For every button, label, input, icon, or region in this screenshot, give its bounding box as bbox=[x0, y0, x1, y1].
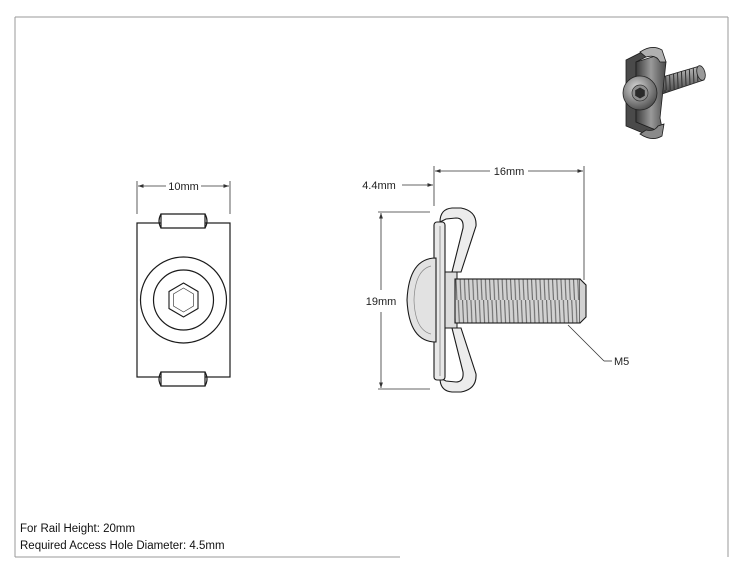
side-length-label: 16mm bbox=[494, 166, 525, 178]
front-width-label: 10mm bbox=[168, 181, 199, 193]
top-tab bbox=[158, 213, 208, 229]
iso-hex-socket-icon bbox=[635, 87, 645, 99]
thread-label: M5 bbox=[614, 356, 629, 368]
clip-lower-wing bbox=[439, 327, 477, 393]
front-view: 10mm bbox=[136, 181, 231, 387]
iso-screw bbox=[651, 65, 706, 97]
hex-socket-icon bbox=[168, 282, 199, 318]
side-height-label: 19mm bbox=[366, 296, 397, 308]
access-hole-note: Required Access Hole Diameter: 4.5mm bbox=[20, 540, 225, 552]
clip-upper-wing bbox=[439, 207, 477, 273]
isometric-preview bbox=[622, 47, 706, 139]
clip-body bbox=[136, 222, 231, 378]
front-width-dimension bbox=[136, 181, 231, 214]
side-view: 16mm 4.4mm 19mm M5 bbox=[362, 166, 629, 393]
side-flange-label: 4.4mm bbox=[362, 180, 396, 192]
screw-head-side bbox=[406, 257, 437, 343]
hex-socket-inner bbox=[173, 287, 194, 313]
threaded-shaft bbox=[454, 278, 581, 324]
bottom-tab bbox=[158, 371, 208, 387]
thread-leader bbox=[567, 324, 612, 362]
rail-height-note: For Rail Height: 20mm bbox=[20, 523, 136, 535]
sheet-border bbox=[14, 16, 729, 558]
side-extension-lines bbox=[378, 166, 585, 390]
screw-head-front bbox=[139, 256, 228, 344]
